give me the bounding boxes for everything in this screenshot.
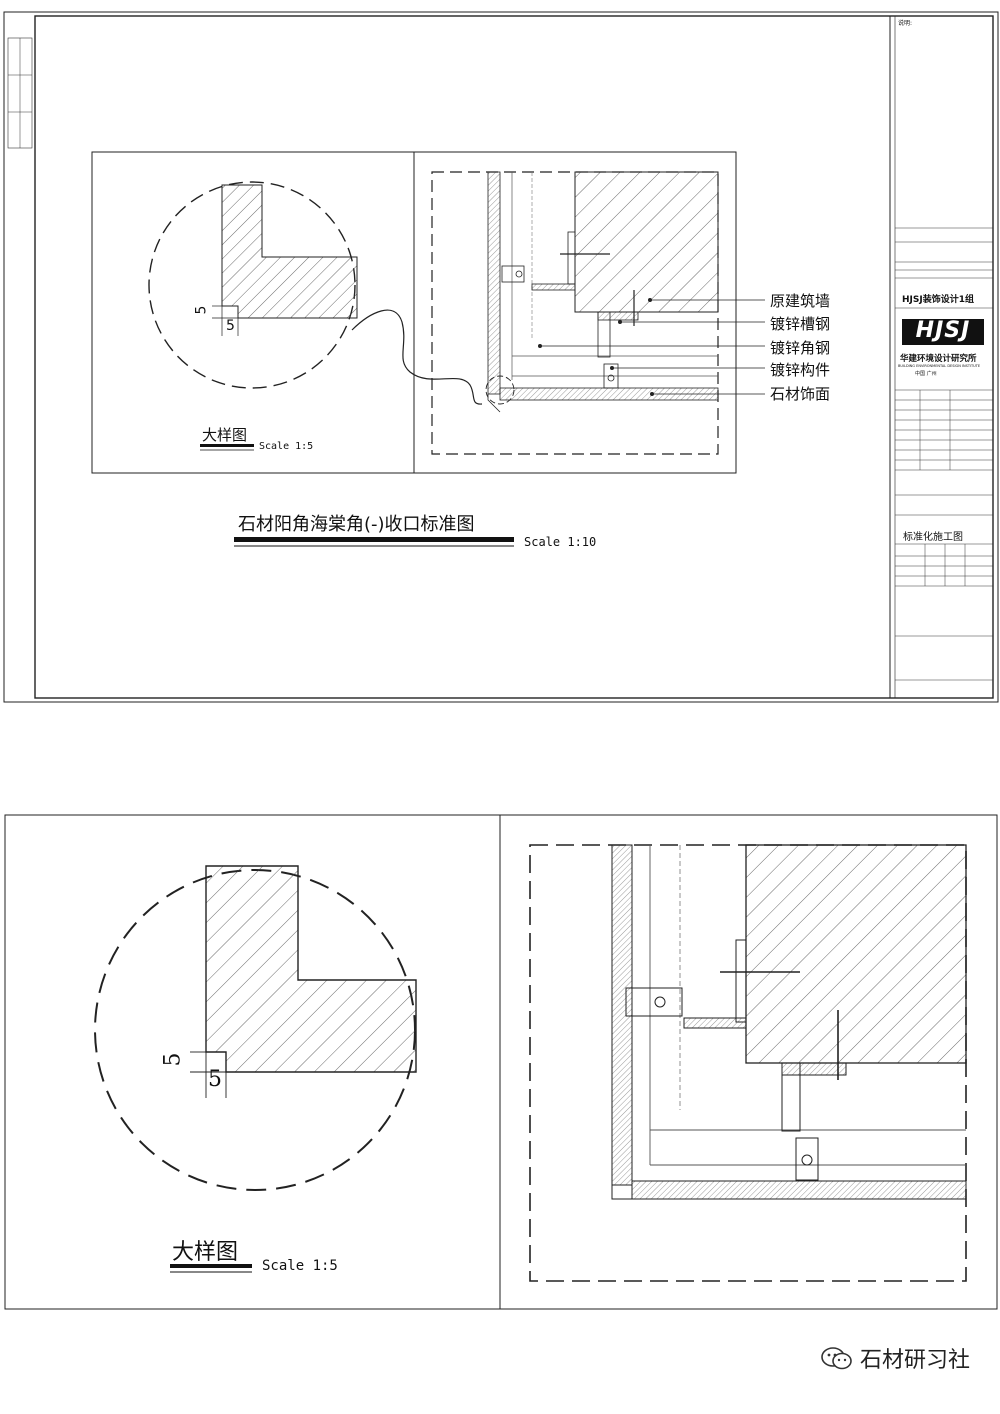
zoom-frame (4, 814, 998, 1310)
zoom-dim-vertical: 5 (160, 1052, 186, 1067)
tb-logo: HJSJ (915, 318, 971, 343)
footer-brand-text: 石材研习社 (859, 1348, 970, 1373)
label-original-wall: 原建筑墙 (770, 292, 831, 310)
section-frame (413, 151, 737, 474)
sheet-scale: Scale 1:10 (524, 535, 597, 549)
tb-institute-en: BUILDING ENVIRONMENTAL DESIGN INSTITUTE (898, 364, 981, 368)
tb-drawing-type: 标准化施工图 (903, 532, 963, 543)
label-angle-steel: 镀锌角钢 (770, 339, 831, 357)
footer-brand: 石材研习社 (820, 1342, 970, 1374)
detail-scale: Scale 1:5 (259, 441, 314, 452)
zoom-detail-title: 大样图 (172, 1240, 239, 1265)
zoom-detail-scale: Scale 1:5 (262, 1258, 338, 1274)
zoom-dim-horizontal: 5 (208, 1067, 222, 1092)
tb-institute: 华建环境设计研究所 (900, 354, 977, 364)
dim-horizontal: 5 (226, 318, 235, 334)
label-stone-facing: 石材饰面 (770, 385, 831, 403)
dim-vertical: 5 (193, 305, 210, 315)
tb-group: HJSJ装饰设计1组 (902, 295, 974, 305)
tb-city: 中国 广州 (915, 371, 937, 377)
label-galvanized-part: 镀锌构件 (770, 361, 831, 379)
tb-notes: 说明: (898, 20, 913, 27)
detail-title: 大样图 (202, 426, 248, 444)
sheet-border (3, 11, 999, 703)
label-channel-steel: 镀锌槽钢 (770, 315, 831, 333)
sheet-title: 石材阳角海棠角(-)收口标准图 (238, 514, 475, 535)
wechat-icon (820, 1346, 854, 1370)
